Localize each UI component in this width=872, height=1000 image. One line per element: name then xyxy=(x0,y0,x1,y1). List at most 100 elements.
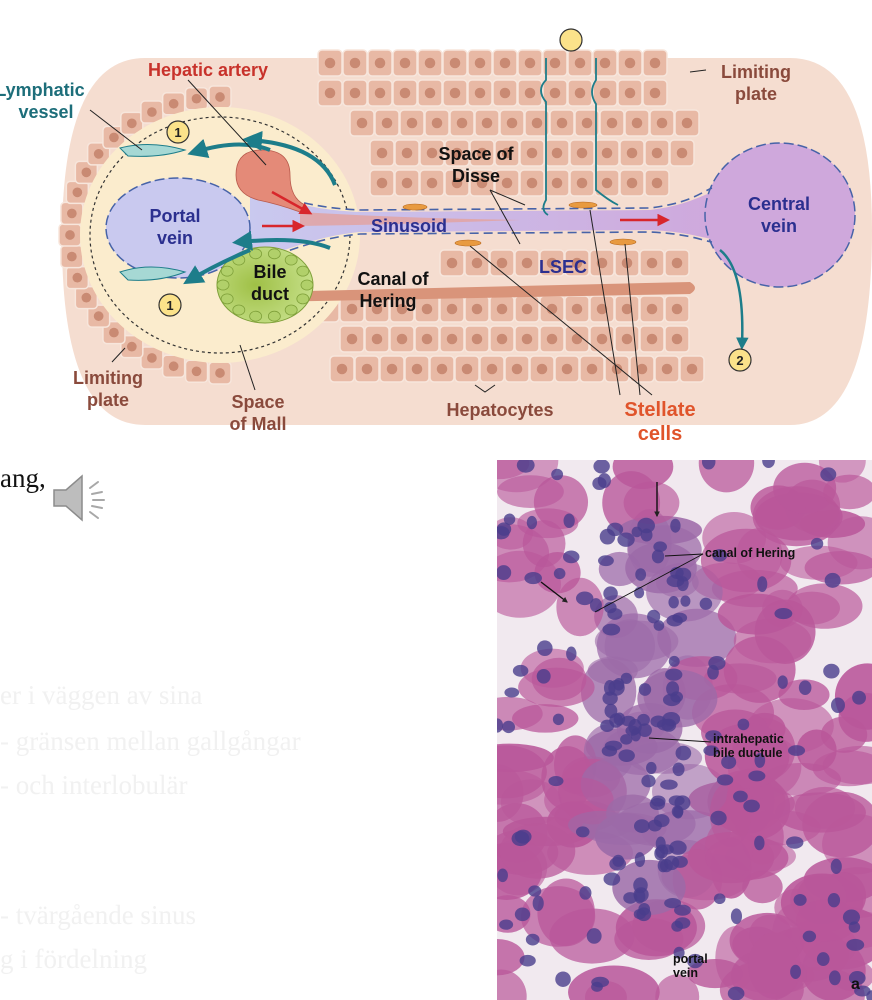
micrograph-nucleus xyxy=(604,703,618,719)
micrograph-nucleus xyxy=(710,810,727,826)
micrograph-nucleus xyxy=(598,555,614,567)
hepatocyte-nucleus xyxy=(626,147,638,159)
micrograph-nucleus xyxy=(670,518,681,533)
faded-line-4: - tvärgående sinus xyxy=(0,900,196,930)
micrograph-nucleus xyxy=(603,872,621,886)
micrograph-cytoplasm xyxy=(705,835,789,880)
bile-duct-cholangiocyte xyxy=(267,248,281,260)
hepatocyte-nucleus xyxy=(596,303,608,315)
limiting-plate-cell-nucleus xyxy=(67,251,77,262)
hepatocyte-nucleus xyxy=(606,117,618,129)
limiting-plate-cell-nucleus xyxy=(126,341,137,352)
micrograph-cytoplasm xyxy=(655,974,700,1000)
hepatocyte-nucleus xyxy=(624,57,636,69)
micrograph-nucleus xyxy=(787,745,806,756)
micrograph-nucleus xyxy=(637,713,650,726)
micrograph-nucleus xyxy=(634,819,650,833)
micrograph-nucleus xyxy=(526,515,538,530)
micrograph-cytoplasm xyxy=(556,577,604,637)
label-limiting-plate-top-1: Limiting xyxy=(721,62,791,82)
micrograph-nucleus xyxy=(532,895,544,911)
micrograph-nucleus xyxy=(699,597,713,610)
hepatocyte-nucleus xyxy=(531,117,543,129)
hepatocyte-nucleus xyxy=(474,87,486,99)
hepatocyte-nucleus xyxy=(471,333,483,345)
hepatocyte-nucleus xyxy=(506,117,518,129)
limiting-plate-cell-nucleus xyxy=(147,107,157,117)
hepatocyte-nucleus xyxy=(401,147,413,159)
micrograph-nucleus xyxy=(586,928,602,944)
hepatocyte-nucleus xyxy=(576,177,588,189)
micrograph-nucleus xyxy=(647,609,661,624)
micrograph-nucleus xyxy=(524,571,542,585)
hepatocyte-nucleus xyxy=(426,177,438,189)
red-arrow-artery xyxy=(271,190,313,215)
micrograph-nucleus xyxy=(703,745,720,756)
label-sinusoid: Sinusoid xyxy=(371,216,447,236)
micrograph-nucleus xyxy=(504,687,520,698)
flow-arrow-lower-left xyxy=(183,248,251,285)
micrograph-nucleus xyxy=(499,919,514,930)
micrograph-arrows xyxy=(540,482,660,603)
hepatocyte-nucleus xyxy=(421,333,433,345)
sinusoid xyxy=(250,190,720,262)
hepatocyte-nucleus xyxy=(649,57,661,69)
label-space-of-disse-1: Space of xyxy=(438,144,514,164)
hepatocyte-nucleus xyxy=(336,363,348,375)
micrograph-cytoplasm xyxy=(838,692,872,742)
portal-vein xyxy=(105,177,251,279)
bile-duct-cholangiocyte xyxy=(284,254,298,266)
micrograph-nucleus xyxy=(599,528,616,545)
hepatocyte-nucleus xyxy=(499,57,511,69)
hepatocyte-nucleus xyxy=(471,303,483,315)
micrograph-nucleus xyxy=(823,663,840,679)
micrograph-nucleus xyxy=(497,526,510,540)
micrograph-nucleus xyxy=(666,614,683,627)
micrograph-nucleus xyxy=(673,946,685,959)
speaker-icon[interactable] xyxy=(48,468,114,528)
micrograph-cytoplasm xyxy=(627,741,703,774)
micrograph-nucleus xyxy=(668,655,680,667)
limiting-plate-cell-nucleus xyxy=(109,132,119,143)
micrograph-nucleus xyxy=(716,774,734,786)
hepatocyte-plates-lower xyxy=(314,249,705,383)
micrograph-nucleus xyxy=(754,835,765,851)
micrograph-nucleus xyxy=(589,598,602,613)
micrograph-nucleus xyxy=(514,907,531,922)
micrograph-cytoplasm xyxy=(796,729,837,772)
micrograph-nucleus xyxy=(519,954,536,967)
flow-arrow-exit xyxy=(719,249,749,350)
micrograph-nucleus xyxy=(713,893,726,905)
central-vein xyxy=(704,142,856,288)
micrograph-nucleus xyxy=(854,985,871,997)
micrograph-nucleus xyxy=(774,607,793,620)
micrograph-nucleus xyxy=(664,897,682,909)
hepatocyte-nucleus xyxy=(621,333,633,345)
micrograph-nucleus xyxy=(552,713,564,726)
label-stellate-cells-1: Stellate xyxy=(624,399,695,421)
hepatocyte-nucleus xyxy=(461,363,473,375)
sinusoid-blood xyxy=(300,212,520,226)
micrograph-nucleus xyxy=(634,852,646,868)
label-central-vein-1: Central xyxy=(748,194,810,214)
marker-2-text: 2 xyxy=(736,353,743,368)
hepatocyte-nucleus xyxy=(626,177,638,189)
micrograph-nucleus xyxy=(575,826,590,838)
hepatocyte-nucleus xyxy=(651,147,663,159)
hepatocyte-nucleus xyxy=(449,87,461,99)
marker-1-upper-text: 1 xyxy=(174,125,181,140)
hepatocyte-nucleus xyxy=(546,303,558,315)
micrograph-nucleus xyxy=(617,532,635,547)
micrograph-nucleus xyxy=(625,725,640,736)
micrograph-nucleus xyxy=(621,715,636,727)
micrograph-cytoplasm xyxy=(652,763,729,820)
hepatocyte-nucleus xyxy=(349,57,361,69)
micrograph-nucleus xyxy=(743,799,760,813)
hepatocyte-nucleus xyxy=(411,363,423,375)
hepatocyte-nucleus xyxy=(424,87,436,99)
hepatocyte-nucleus xyxy=(426,147,438,159)
bile-duct-cholangiocyte xyxy=(249,310,263,322)
micrograph-nucleus xyxy=(675,567,692,582)
micrograph-cytoplasm xyxy=(700,528,792,593)
hepatocyte-nucleus xyxy=(521,257,533,269)
